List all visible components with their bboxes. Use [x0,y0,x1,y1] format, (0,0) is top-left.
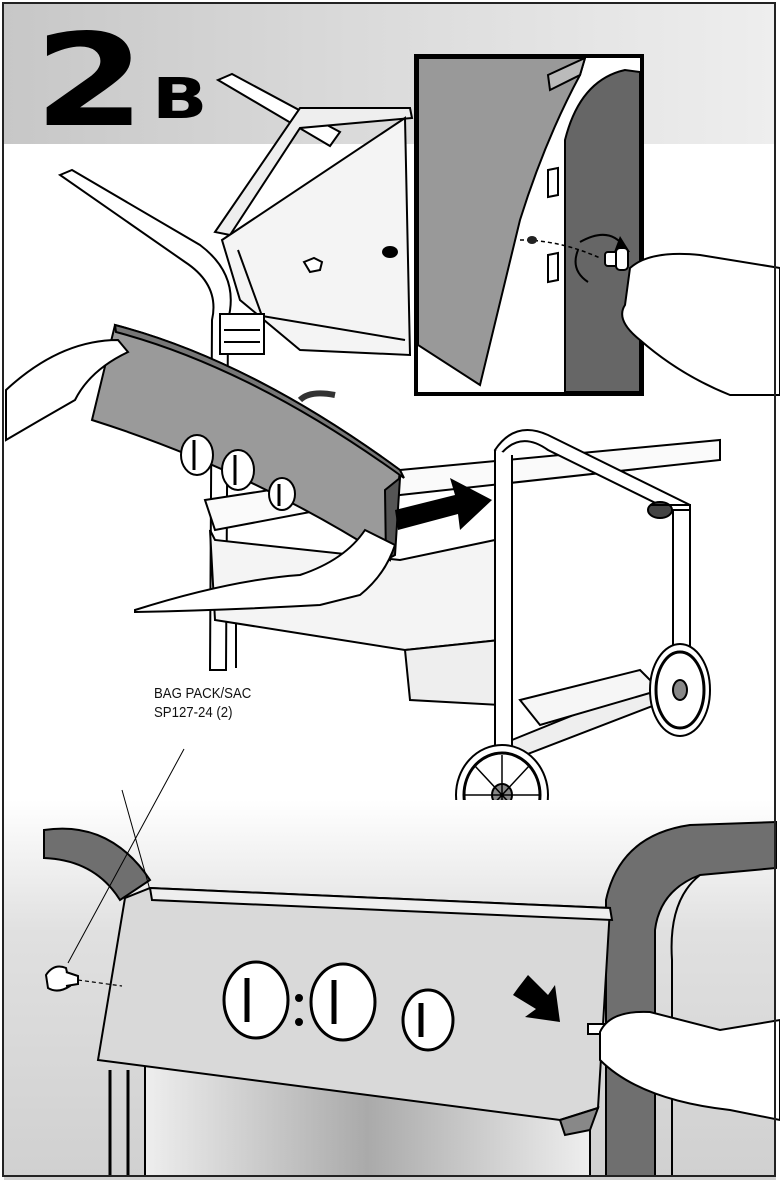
knob-icon [222,960,455,1052]
hand-icon [5,338,397,614]
callout-leader-line [67,748,185,964]
part-name: BAG PACK/SAC [154,685,252,702]
part-code: SP127-24 (2) [154,704,233,721]
arrow-icon [395,478,492,530]
step-letter: B [152,67,208,132]
step-number: 2 [34,7,145,156]
callout-leader-line [121,789,151,891]
hand-icon [599,1010,780,1122]
part-callout: BAG PACK/SAC SP127-24 (2) [154,684,251,722]
firebox [213,107,414,357]
knob-icon [180,434,296,511]
bolt-icon [604,247,629,271]
arrow-icon [513,975,560,1022]
hand-icon [621,252,780,396]
control-panel-lower [96,886,614,1137]
inset-detail [414,54,644,396]
